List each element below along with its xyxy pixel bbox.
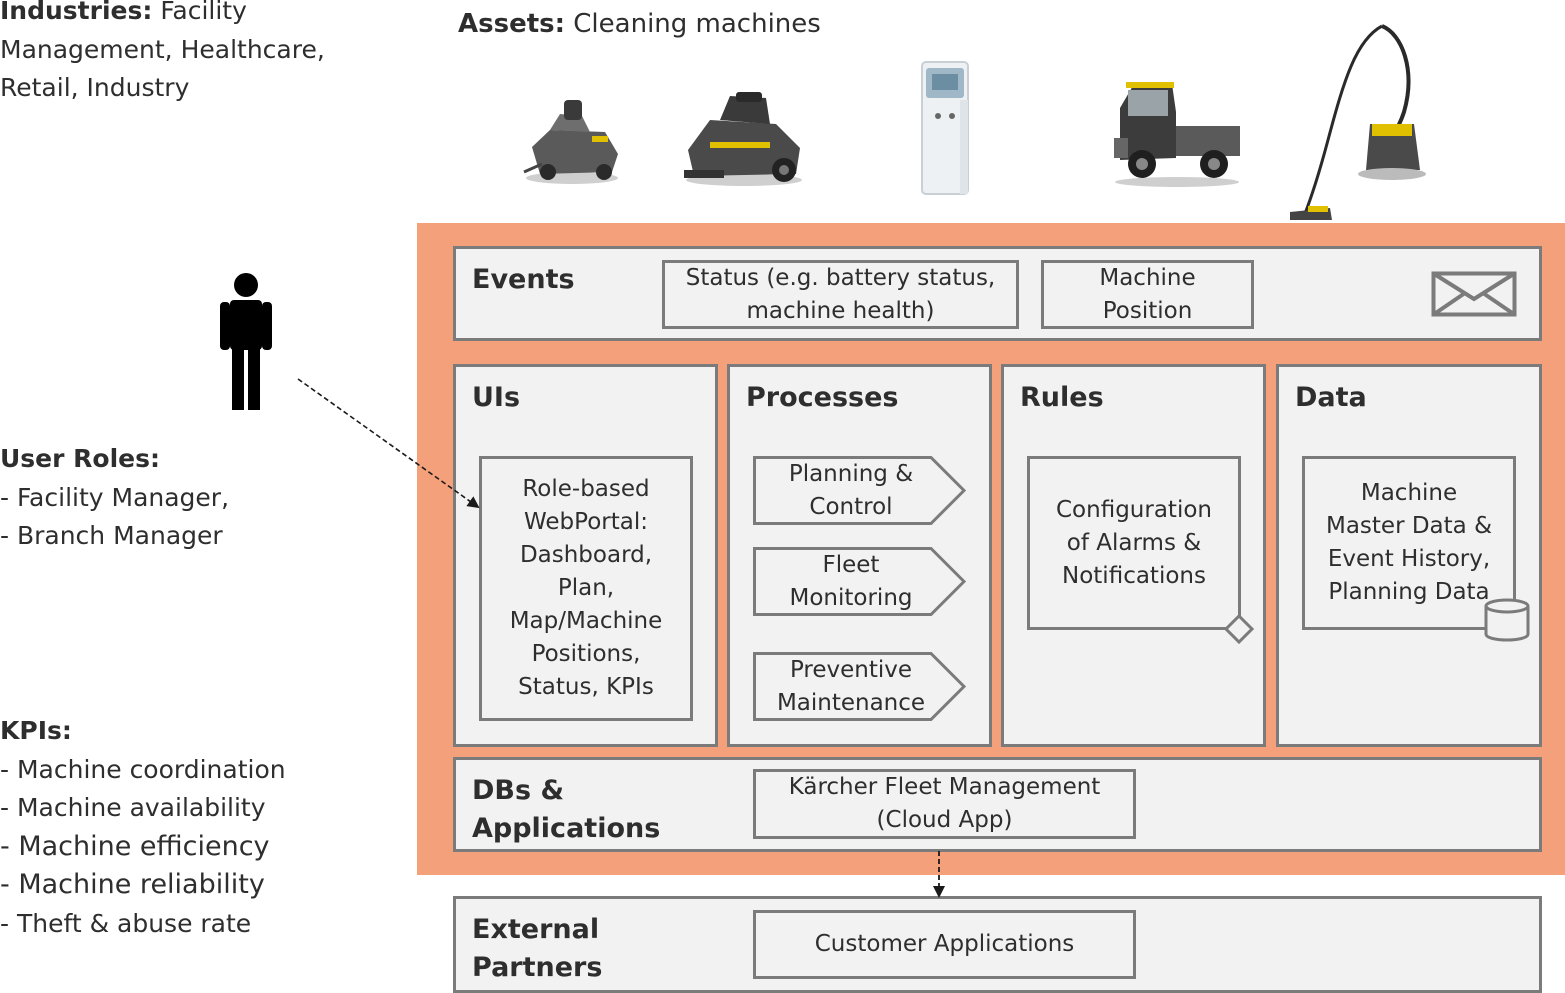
industries-text-2: Management, Healthcare, <box>0 34 325 64</box>
person-icon <box>220 273 272 410</box>
database-icon <box>1484 598 1530 642</box>
uis-title: UIs <box>472 382 521 413</box>
webportal-line: Status, KPIs <box>518 674 654 700</box>
alarms-config-line: Notifications <box>1062 562 1206 589</box>
process-arrow-shape <box>753 652 967 721</box>
master-data-box: Machine Master Data & Event History, Pla… <box>1302 456 1516 630</box>
dbs-title-line: Applications <box>472 813 661 844</box>
webportal-line: Map/Machine <box>509 608 663 634</box>
master-data-line: Event History, <box>1327 546 1491 572</box>
machine-position-box: Machine Position <box>1041 260 1254 329</box>
industries-text-3: Retail, Industry <box>0 73 190 102</box>
dbs-title-line: DBs & <box>472 775 565 806</box>
assets-header: Assets: Cleaning machines <box>458 5 821 44</box>
alarms-config-line: of Alarms & <box>1066 529 1202 556</box>
dbs-title: DBs & Applications <box>472 772 660 848</box>
processes-title: Processes <box>746 382 899 413</box>
kpi-item: - Machine coordination <box>0 754 286 784</box>
rule-diamond-icon <box>1223 613 1255 645</box>
municipal-vehicle-icon <box>1114 82 1240 187</box>
master-data-line: Planning Data <box>1328 579 1490 605</box>
webportal-line: Positions, <box>531 641 641 667</box>
fleet-app-line: (Cloud App) <box>876 807 1013 833</box>
webportal-line: Plan, <box>557 575 615 601</box>
kpis-block: KPIs: - Machine coordination - Machine a… <box>0 712 286 943</box>
user-roles-label: User Roles: <box>0 444 160 473</box>
rules-title: Rules <box>1020 382 1104 413</box>
process-label: Preventive <box>789 656 913 683</box>
process-label: Fleet <box>822 551 880 578</box>
webportal-line: Dashboard, <box>519 542 653 568</box>
industries-text-1: Facility <box>160 0 247 25</box>
process-arrow-shape <box>753 547 967 616</box>
customer-applications-box: Customer Applications <box>753 910 1136 979</box>
alarms-config-box: Configuration of Alarms & Notifications <box>1027 456 1241 630</box>
customer-applications-label: Customer Applications <box>814 931 1075 957</box>
kpis-label: KPIs: <box>0 716 72 745</box>
vacuum-cleaner-icon <box>1290 24 1426 220</box>
industries-label: Industries: <box>0 0 153 25</box>
webportal-box: Role-based WebPortal: Dashboard, Plan, M… <box>479 456 693 721</box>
process-label: Planning & <box>788 460 914 487</box>
process-label: Control <box>809 493 893 520</box>
user-roles-block: User Roles: - Facility Manager, - Branch… <box>0 440 229 556</box>
assets-label: Assets: <box>458 9 566 39</box>
kpi-item: - Machine availability <box>0 793 266 822</box>
master-data-line: Machine <box>1360 480 1458 506</box>
user-to-webportal-arrow <box>297 378 480 509</box>
status-event-box: Status (e.g. battery status, machine hea… <box>662 260 1019 329</box>
external-title: External Partners <box>472 911 602 987</box>
process-label: Maintenance <box>776 689 926 716</box>
external-title-line: Partners <box>472 952 603 983</box>
kpi-item: - Machine efficiency <box>0 830 270 862</box>
kpi-item: - Theft & abuse rate <box>0 908 252 938</box>
status-event-line: Status (e.g. battery status, <box>685 264 996 291</box>
external-title-line: External <box>472 914 600 945</box>
process-fleet-monitoring: Fleet Monitoring <box>753 547 967 616</box>
industries-block: Industries: Facility Management, Healthc… <box>0 0 325 108</box>
envelope-icon <box>1431 271 1517 317</box>
water-dispenser-icon <box>921 61 969 195</box>
user-role-item: - Facility Manager, <box>0 482 230 512</box>
fleet-app-line: Kärcher Fleet Management <box>788 774 1101 800</box>
webportal-line: WebPortal: <box>524 509 648 535</box>
alarms-config-line: Configuration <box>1056 496 1212 523</box>
status-event-line: machine health) <box>746 297 935 324</box>
events-title: Events <box>472 264 575 295</box>
user-role-item: - Branch Manager <box>0 521 223 550</box>
process-planning-control: Planning & Control <box>753 456 967 525</box>
machine-position-line: Machine <box>1099 264 1196 291</box>
assets-text: Cleaning machines <box>573 9 821 39</box>
machine-position-line: Position <box>1102 297 1193 324</box>
process-preventive-maintenance: Preventive Maintenance <box>753 652 967 721</box>
kpi-item: - Machine reliability <box>0 869 265 900</box>
process-arrow-shape <box>753 456 967 525</box>
master-data-line: Master Data & <box>1325 513 1493 539</box>
fleet-management-app-box: Kärcher Fleet Management (Cloud App) <box>753 769 1136 839</box>
process-label: Monitoring <box>789 584 913 611</box>
webportal-line: Role-based <box>522 476 650 502</box>
ride-on-sweeper-icon <box>684 92 802 186</box>
ride-on-scrubber-dryer-icon <box>523 100 618 184</box>
data-title: Data <box>1295 382 1367 413</box>
